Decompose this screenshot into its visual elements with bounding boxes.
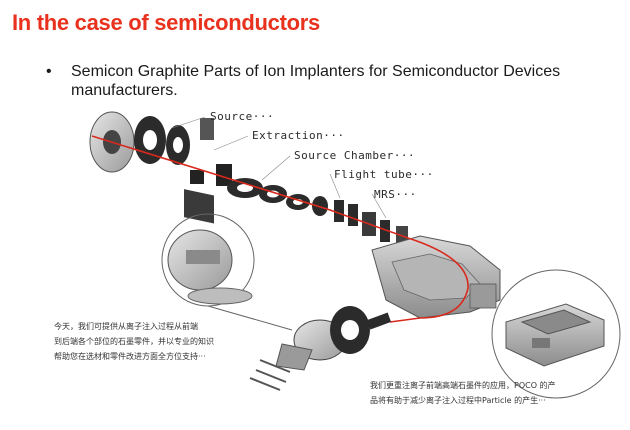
chinese-note-right: 我们更重注离子前端高端石墨件的应用，POCO 的产 品将有助于减少离子注入过程中…: [370, 378, 556, 408]
slide-title: In the case of semiconductors: [12, 10, 320, 35]
chinese-note-left-line: 今天，我们可提供从离子注入过程从前端: [54, 322, 198, 331]
chinese-note-left-line: 到后端各个部位的石墨零件，并以专业的知识: [54, 337, 214, 346]
ion-source-stack: [249, 306, 392, 391]
graphite-plate-detail: [161, 213, 293, 331]
callout-extraction: Extraction···: [252, 129, 345, 142]
callout-flight-tube: Flight tube···: [334, 168, 434, 181]
callout-leader-lines: [171, 116, 387, 219]
chinese-note-left: 今天，我们可提供从离子注入过程从前端 到后端各个部位的石墨零件，并以专业的知识 …: [54, 319, 214, 364]
callout-mrs: MRS···: [374, 188, 417, 201]
bullet-dot-icon: •: [46, 63, 52, 80]
flight-tube-parts: [334, 200, 408, 246]
mrs-analyzer-part: [371, 235, 501, 319]
ion-beam-path: [91, 135, 469, 323]
chinese-note-left-line: 帮助您在选材和零件改进方面全方位支持···: [54, 352, 206, 361]
chinese-note-right-line: 我们更重注离子前端高端石墨件的应用，POCO 的产: [370, 381, 556, 390]
source-chamber-parts: [227, 178, 328, 216]
source-assembly: [89, 111, 190, 173]
wafer-stage-detail: [491, 269, 621, 399]
bullet-text: Semicon Graphite Parts of Ion Implanters…: [71, 63, 561, 99]
callout-source-chamber: Source Chamber···: [294, 149, 416, 162]
extraction-parts: [184, 118, 232, 224]
bullet-item: • Semicon Graphite Parts of Ion Implante…: [46, 62, 606, 100]
chinese-note-right-line: 品将有助于减少离子注入过程中Particle 的产生···: [370, 396, 546, 405]
callout-source: Source···: [210, 110, 275, 123]
